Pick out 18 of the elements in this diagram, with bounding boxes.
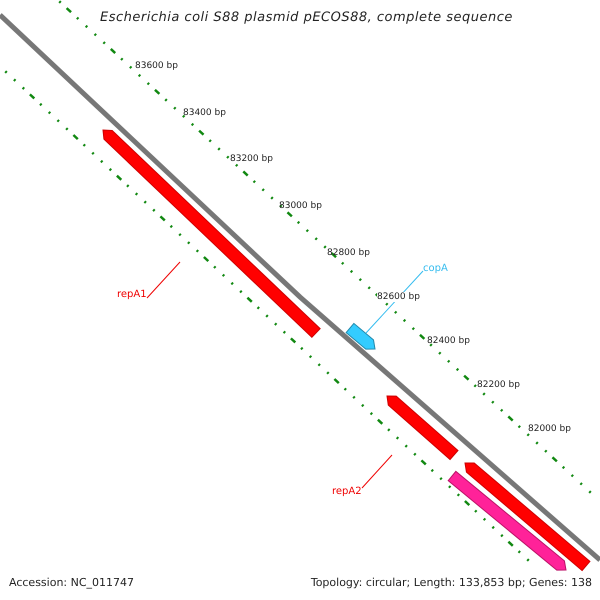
info-text: Topology: circular; Length: 133,853 bp; Genes: 138 [310,576,592,589]
tick-label: 82400 bp [427,336,470,346]
info-text: Accession: NC_011747 [9,576,134,589]
gene-label: repA2 [332,486,362,497]
leader-line [146,262,180,298]
title: Escherichia coli S88 plasmid pECOS88, complete sequence [100,10,513,25]
tick-label: 83000 bp [279,201,322,211]
gene-arrow [464,462,591,572]
tick-label: 83600 bp [135,61,178,71]
tick-label: 83200 bp [230,154,273,164]
gene-arrow [386,396,459,460]
gene-arrow [102,129,321,338]
gene-label: repA1 [117,289,147,300]
leader-line [362,454,392,488]
gene-arrow [447,470,567,571]
tick-label: 82000 bp [528,424,571,434]
gene-label: copA [423,263,448,274]
gene-arrow [345,322,376,350]
